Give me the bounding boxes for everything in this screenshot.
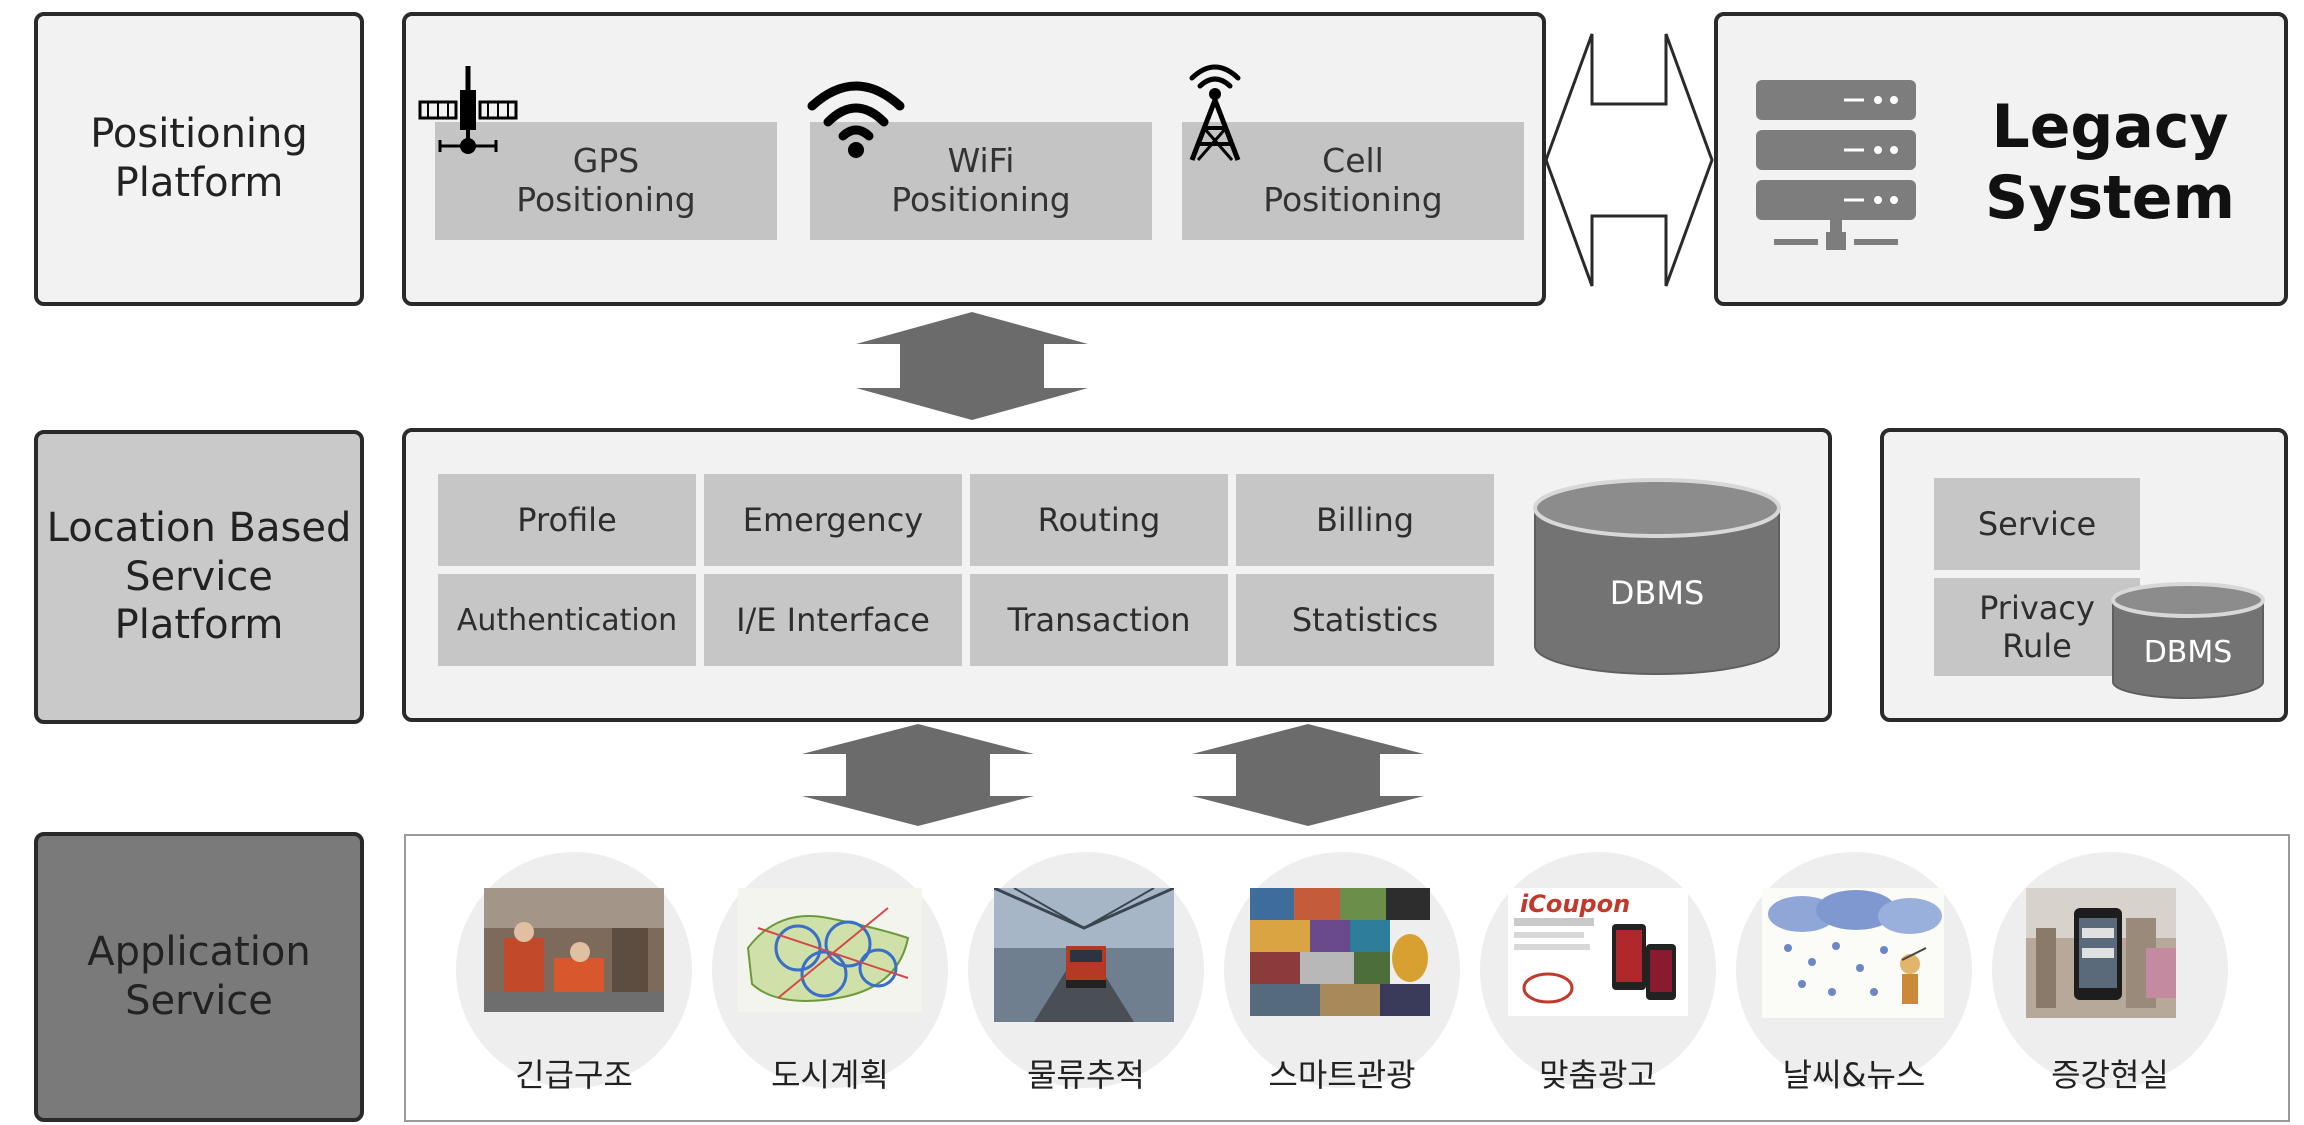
lbs-dbms-cylinder: DBMS (1532, 478, 1782, 682)
module-billing: Billing (1236, 474, 1494, 566)
lbs-platform-label-box: Location Based Service Platform (34, 430, 364, 724)
city-map-photo (738, 888, 922, 1016)
application-service-label-box: Application Service (34, 832, 364, 1122)
lbs-app-arrow-right (1188, 722, 1428, 832)
wifi-positioning-label: WiFi Positioning (891, 141, 1071, 219)
module-transaction: Transaction (970, 574, 1228, 666)
module-statistics: Statistics (1236, 574, 1494, 666)
rescue-photo (484, 888, 664, 1016)
coupon-ad-photo (1508, 888, 1688, 1020)
legacy-system-title: Legacy System (1985, 92, 2235, 233)
module-authentication: Authentication (438, 574, 696, 666)
wifi-icon (806, 72, 906, 160)
cell-tower-icon (1180, 56, 1250, 166)
ar-phone-photo (2026, 888, 2176, 1022)
positioning-lbs-arrow (852, 310, 1092, 426)
module-ie-interface: I/E Interface (704, 574, 962, 666)
app-logistics-caption: 물류추적 (1027, 1056, 1145, 1094)
app-city-planning-caption: 도시계획 (771, 1056, 889, 1094)
app-rescue-caption: 긴급구조 (515, 1056, 633, 1094)
privacy-rule-box: Privacy Rule (1934, 578, 2140, 676)
gps-positioning-box: GPS Positioning (435, 122, 777, 240)
weather-illustration (1762, 888, 1944, 1022)
truck-photo (993, 886, 1175, 1026)
legacy-link-arrow (1544, 30, 1714, 294)
app-augmented-reality-caption: 증강현실 (2051, 1056, 2169, 1094)
module-routing: Routing (970, 474, 1228, 566)
privacy-dbms-cylinder: DBMS (2110, 582, 2266, 706)
server-icon (1756, 80, 1916, 260)
privacy-service-box: Service (1934, 478, 2140, 570)
application-service-label: Application Service (87, 929, 311, 1024)
positioning-platform-label-box: Positioning Platform (34, 12, 364, 306)
gps-positioning-label: GPS Positioning (516, 141, 696, 219)
module-profile: Profile (438, 474, 696, 566)
lbs-app-arrow-left (798, 722, 1038, 832)
cell-positioning-label: Cell Positioning (1263, 141, 1443, 219)
privacy-dbms-label: DBMS (2144, 635, 2233, 670)
lbs-platform-label: Location Based Service Platform (46, 504, 352, 649)
satellite-icon (418, 62, 518, 162)
app-targeted-ad-caption: 맞춤광고 (1539, 1056, 1657, 1094)
wifi-positioning-box: WiFi Positioning (810, 122, 1152, 240)
tourism-collage-photo (1250, 888, 1430, 1020)
lbs-dbms-label: DBMS (1610, 574, 1705, 612)
module-emergency: Emergency (704, 474, 962, 566)
cell-positioning-box: Cell Positioning (1182, 122, 1524, 240)
app-weather-news-caption: 날씨&뉴스 (1782, 1056, 1926, 1094)
coupon-badge: iCoupon (1520, 890, 1631, 918)
positioning-platform-label: Positioning Platform (90, 111, 308, 206)
app-smart-tourism-caption: 스마트관광 (1268, 1056, 1416, 1094)
